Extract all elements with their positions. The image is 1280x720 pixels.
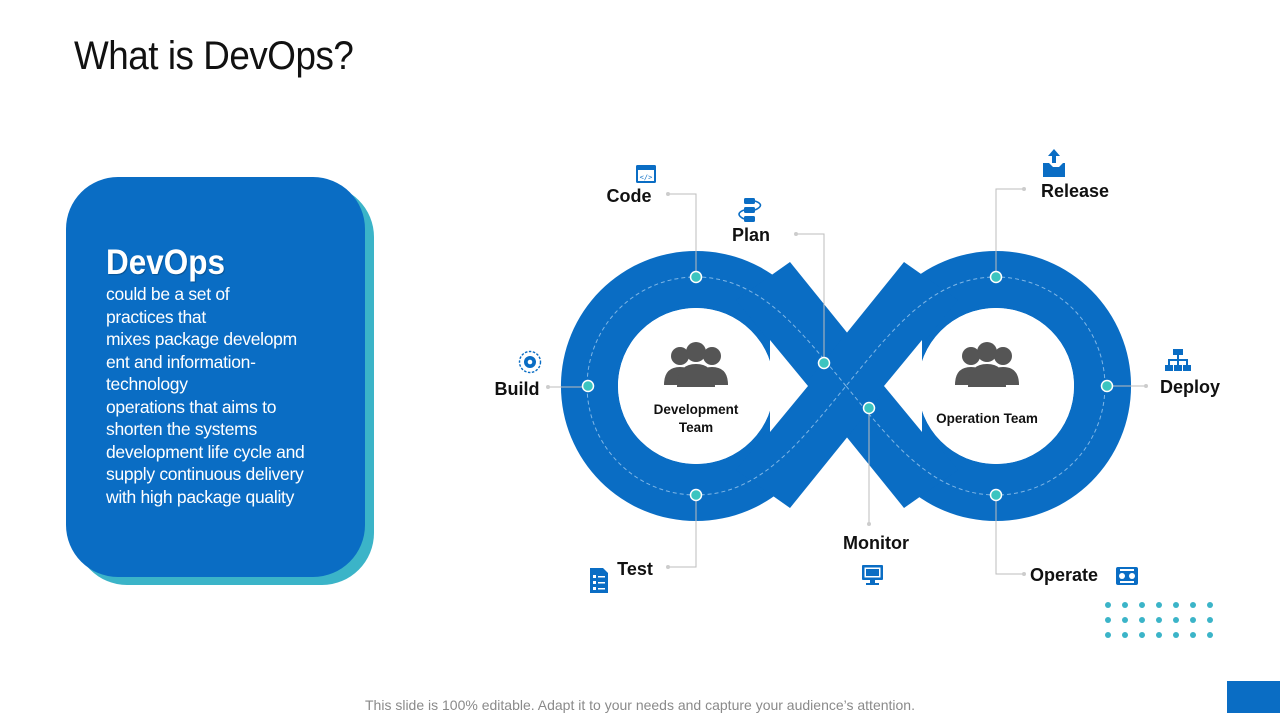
node-plan	[817, 356, 831, 370]
footer-note: This slide is 100% editable. Adapt it to…	[365, 697, 915, 713]
checklist-icon	[590, 568, 608, 593]
gear-icon	[518, 350, 542, 374]
connector-end-dots	[546, 187, 1148, 576]
page-title: What is DevOps?	[74, 34, 354, 78]
node-release	[989, 270, 1003, 284]
svg-text:</>: </>	[640, 174, 653, 182]
dev-team-label-line2: Team	[679, 420, 713, 435]
ops-team-label: Operation Team	[936, 411, 1038, 426]
card-line: shorten the systems	[106, 419, 257, 439]
node-monitor	[862, 401, 876, 415]
stage-label-deploy: Deploy	[1160, 377, 1220, 397]
card-line: practices that	[106, 306, 206, 327]
node-deploy	[1100, 379, 1114, 393]
card-line: mixes package developm	[106, 329, 297, 349]
hierarchy-icon	[1165, 349, 1191, 371]
node-test	[689, 488, 703, 502]
stage-label-build: Build	[495, 379, 540, 399]
node-build	[581, 379, 595, 393]
people-icon	[664, 342, 728, 387]
card-line: ent and information-	[106, 351, 256, 372]
stage-label-operate: Operate	[1030, 565, 1098, 585]
node-code	[689, 270, 703, 284]
dev-team-label-line1: Development	[654, 402, 739, 417]
connectors	[548, 188, 1146, 575]
stage-label-test: Test	[617, 559, 653, 579]
corner-accent	[1227, 681, 1280, 713]
stage-label-code: Code	[607, 186, 652, 206]
stage-label-monitor: Monitor	[843, 533, 909, 553]
control-panel-icon	[1116, 567, 1138, 585]
plan-flow-icon	[738, 198, 762, 222]
dashed-path	[586, 276, 1106, 496]
card-line: with high package quality	[106, 486, 295, 507]
card-line: could be a set of	[106, 284, 230, 304]
stage-label-plan: Plan	[732, 225, 770, 245]
upload-box-icon	[1043, 149, 1065, 177]
stage-label-release: Release	[1041, 181, 1109, 201]
card-line: supply continuous delivery	[106, 464, 304, 484]
decorative-dot-grid	[1105, 602, 1213, 638]
card-line: technology	[106, 374, 188, 394]
card-line: development life cycle and	[106, 441, 305, 462]
monitor-icon	[862, 565, 883, 585]
people-icon	[955, 342, 1019, 387]
card-heading: DevOps	[106, 243, 226, 282]
devops-info-card: DevOps could be a set of practices that …	[66, 177, 365, 577]
code-window-icon: </>	[636, 165, 656, 183]
loop-nodes	[581, 270, 1114, 502]
card-line: operations that aims to	[106, 396, 277, 417]
node-operate	[989, 488, 1003, 502]
card-body: could be a set of practices that mixes p…	[106, 283, 331, 508]
